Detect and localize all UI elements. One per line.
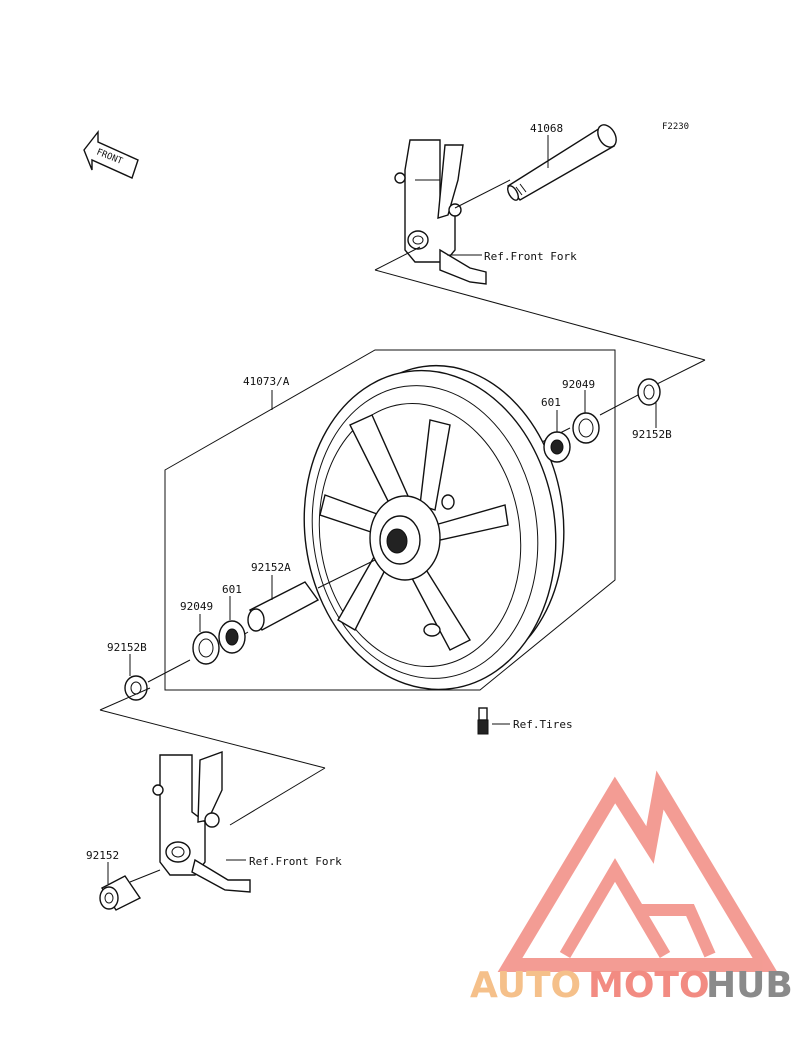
label-collar-left: 92152B bbox=[107, 641, 147, 654]
label-ref-front-fork-right: Ref.Front Fork bbox=[484, 250, 577, 263]
collar-center-icon bbox=[247, 581, 320, 632]
label-collar-right: 92152B bbox=[632, 428, 672, 441]
label-seal-left: 92049 bbox=[180, 600, 213, 613]
axle-icon bbox=[506, 124, 617, 201]
collar-left-icon bbox=[124, 675, 148, 701]
label-axle: 41068 bbox=[530, 122, 563, 135]
collar-right-icon bbox=[637, 378, 661, 406]
svg-text:HUB: HUB bbox=[706, 965, 793, 1006]
front-fork-left-icon bbox=[152, 751, 251, 893]
label-wheel: 41073/A bbox=[243, 375, 290, 388]
label-collar-center: 92152A bbox=[251, 561, 291, 574]
bearing-left-icon bbox=[218, 620, 246, 654]
svg-text:MOTO: MOTO bbox=[588, 965, 710, 1006]
watermark-text: AUTO MOTO HUB bbox=[470, 965, 793, 1006]
label-ref-front-fork-left: Ref.Front Fork bbox=[249, 855, 342, 868]
label-bearing-right: 601 bbox=[541, 396, 561, 409]
seal-right-icon bbox=[572, 412, 600, 444]
label-bearing-left: 601 bbox=[222, 583, 242, 596]
front-fork-right-icon bbox=[394, 139, 487, 285]
label-seal-right: 92049 bbox=[562, 378, 595, 391]
seal-left-icon bbox=[192, 631, 220, 665]
label-collar-fork: 92152 bbox=[86, 849, 119, 862]
valve-icon bbox=[477, 707, 489, 735]
wheel-icon bbox=[303, 364, 565, 691]
svg-text:AUTO: AUTO bbox=[470, 965, 581, 1006]
watermark-logo bbox=[497, 770, 778, 972]
bearing-right-icon bbox=[543, 431, 571, 463]
figure-code: F2230 bbox=[662, 122, 689, 132]
label-ref-tires: Ref.Tires bbox=[513, 718, 573, 731]
front-arrow-icon: FRONT bbox=[83, 129, 139, 179]
collar-fork-icon bbox=[99, 875, 142, 911]
